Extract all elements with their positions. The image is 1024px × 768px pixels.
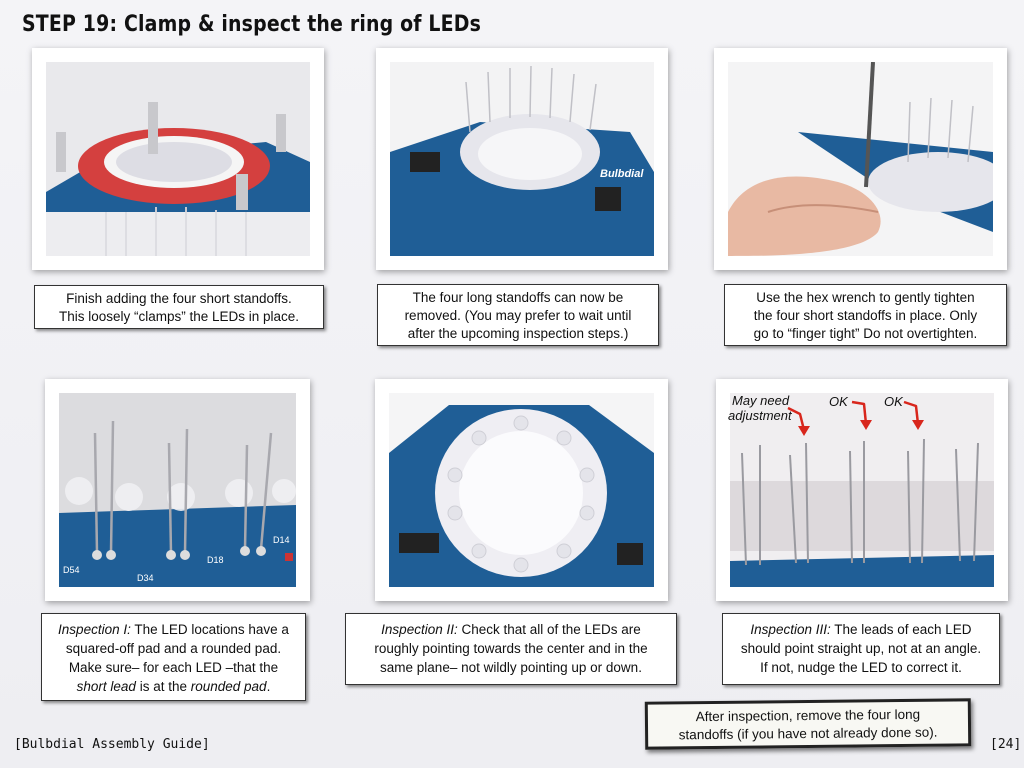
photo-inspection-3	[716, 379, 1008, 601]
caption-hex-wrench: Use the hex wrench to gently tighten the…	[724, 284, 1007, 346]
label-d34: D34	[137, 573, 154, 583]
annotation-may-need: May need adjustment	[728, 393, 792, 423]
footer-guide-title: [Bulbdial Assembly Guide]	[14, 737, 210, 752]
photo-inspection-1: D54 D34 D18 D14	[45, 379, 310, 601]
caption-short-standoffs: Finish adding the four short standoffs. …	[34, 285, 324, 329]
red-arrows	[787, 400, 924, 436]
photo-hex-wrench	[714, 48, 1007, 270]
caption-inspection-3: Inspection III: The leads of each LED sh…	[722, 613, 1000, 685]
bulbdial-logo: Bulbdial	[600, 168, 644, 180]
label-d14: D14	[273, 535, 290, 545]
photo-inspection-2	[375, 379, 668, 601]
red-arrow-icon	[851, 400, 868, 425]
red-arrow-icon	[787, 406, 806, 431]
red-arrow-icon	[903, 400, 920, 425]
annotation-ok-1: OK	[829, 394, 848, 409]
caption-inspection-2: Inspection II: Check that all of the LED…	[345, 613, 677, 685]
page-title: STEP 19: Clamp & inspect the ring of LED…	[22, 12, 482, 37]
caption-inspection-1: Inspection I: The LED locations have a s…	[41, 613, 306, 701]
photo-long-standoffs: Bulbdial	[376, 48, 668, 270]
caption-long-standoffs: The four long standoffs can now be remov…	[377, 284, 659, 346]
label-d18: D18	[207, 555, 224, 565]
footer-page-number: [24]	[990, 737, 1022, 752]
photo-short-standoffs	[32, 48, 324, 270]
label-d54: D54	[63, 565, 80, 575]
annotation-ok-2: OK	[884, 394, 903, 409]
final-note: After inspection, remove the four long s…	[644, 698, 972, 750]
